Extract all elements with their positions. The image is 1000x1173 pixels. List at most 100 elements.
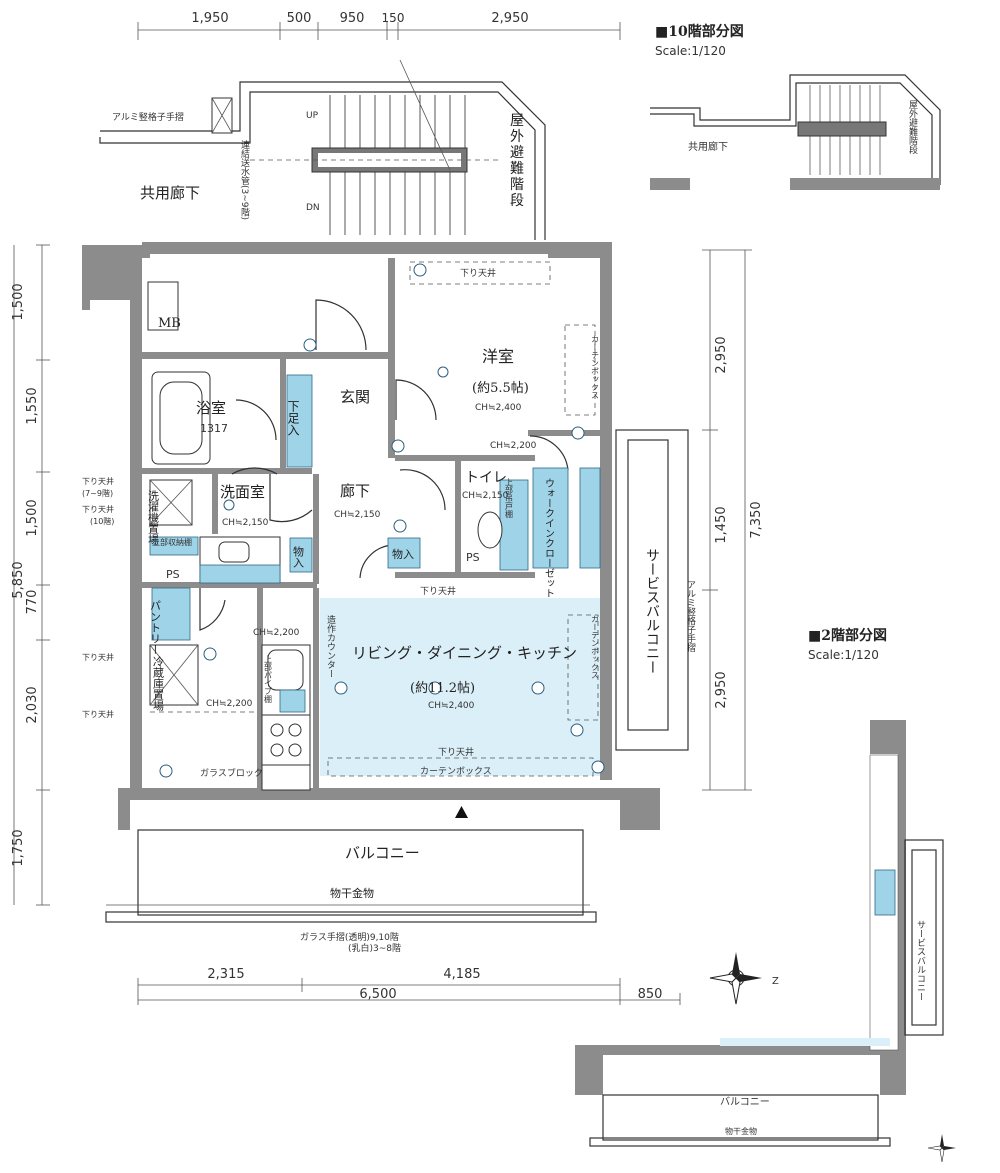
dim-top-1: 1,950 — [191, 11, 228, 26]
curtain-box-ldk-side: カーテンボックス — [591, 615, 600, 679]
washroom-ch: CH≒2,150 — [222, 518, 269, 528]
escape-stairs-label: 屋外避難階段 — [510, 113, 524, 209]
balcony-label: バルコニー — [345, 844, 420, 862]
western-room-label: 洋室 — [482, 347, 514, 366]
curtain-box-western: カーテンボックス — [591, 335, 600, 399]
dim-left-1: 1,500 — [11, 283, 26, 320]
second-service-balcony-label: サービスバルコニー — [915, 920, 926, 1001]
top-dimensions: 1,950 500 950 150 2,950 — [137, 11, 621, 40]
dim-bottom-1: 2,315 — [207, 967, 244, 982]
dim-top-4: 150 — [382, 11, 405, 25]
dim-top-5: 2,950 — [491, 11, 528, 26]
western-room-size: (約5.5帖) — [472, 381, 529, 396]
left-dimensions: 1,500 1,550 1,500 770 2,030 1,750 5,850 — [11, 244, 50, 906]
doors — [199, 299, 569, 631]
dim-left-3: 1,500 — [25, 499, 40, 536]
compass-label: Z — [772, 976, 779, 987]
aluminum-rail-right: アルミ竪格子手摺 — [685, 580, 696, 653]
curtain-box-ldk: カーテンボックス — [420, 766, 492, 777]
upper-shelf-label: 上部吊戸棚 — [505, 478, 514, 519]
hallway-label: 廊下 — [340, 482, 370, 500]
service-balcony-label: サービスバルコニー — [644, 548, 660, 674]
tenth-floor-scale: Scale:1/120 — [655, 44, 726, 58]
tenth-floor-inset: ■10階部分図 Scale:1/120 共用廊下 屋外避難階段 — [650, 23, 941, 190]
shoebox-label: 下足入 — [286, 400, 300, 436]
sagari-tenjo-ldk: 下り天井 — [438, 746, 474, 758]
compass-small-icon — [927, 1134, 956, 1163]
glass-block-label: ガラスブロック — [200, 767, 263, 779]
kitchen-ch: CH≒2,200 — [253, 628, 300, 638]
walkin-ch: CH≒2,200 — [490, 441, 537, 451]
sagari-tenjo-fridge: 下り天井 — [82, 652, 114, 662]
stairs-dn-label: DN — [306, 203, 320, 213]
ps-label-2: PS — [166, 568, 180, 581]
dim-right-1: 2,950 — [714, 336, 729, 373]
entrance-arrow — [455, 806, 468, 818]
dim-bottom-2: 4,185 — [443, 967, 480, 982]
ldk-size: (約11.2帖) — [410, 681, 475, 696]
dining-ch: CH≒2,200 — [206, 699, 253, 709]
dim-bottom-4: 850 — [638, 987, 663, 1002]
sagari-tenjo-7-9-floors: (7~9階) — [82, 488, 113, 498]
dim-right-4: 7,350 — [749, 501, 764, 538]
walkin-label: ウォークインクローゼット — [543, 478, 555, 598]
laundry-hardware-label: 物干金物 — [330, 886, 374, 900]
dim-top-2: 500 — [287, 11, 312, 26]
ldk-ch: CH≒2,400 — [428, 701, 475, 711]
dim-left-5: 2,030 — [25, 686, 40, 723]
counter-label: 造作カウンター — [325, 614, 336, 678]
dim-right-2: 1,450 — [714, 506, 729, 543]
storage-label-2: 物入 — [392, 547, 414, 561]
washroom-label: 洗面室 — [220, 483, 265, 501]
toilet-label: トイレ — [465, 470, 507, 486]
fridge-label: 冷蔵庫置場 — [152, 656, 165, 712]
right-dimensions: 2,950 1,450 2,950 7,350 — [702, 249, 764, 791]
upper-storage-label: 上部収納棚 — [152, 537, 192, 547]
dim-left-4: 770 — [25, 590, 40, 615]
ldk-floor — [320, 598, 600, 776]
room-labels: MB 洋室 (約5.5帖) CH≒2,400 CH≒2,200 浴室 1317 … — [147, 316, 661, 862]
sagari-tenjo-10: 下り天井 — [82, 504, 114, 514]
toilet-ch: CH≒2,150 — [462, 491, 509, 501]
tenth-floor-title: ■10階部分図 — [655, 23, 744, 40]
sagari-tenjo-hall: 下り天井 — [420, 585, 456, 597]
outlet-markers — [159, 263, 605, 778]
sagari-tenjo-7-9: 下り天井 — [82, 476, 114, 486]
storage-label: 物入 — [292, 545, 305, 568]
water-pipe-label: 連結送水管(3~9階) — [239, 139, 250, 220]
sagari-tenjo-dining: 下り天井 — [82, 709, 114, 719]
bath-label: 浴室 — [196, 399, 226, 417]
sagari-tenjo-10-floors: (10階) — [90, 516, 114, 526]
pantry-label: パントリー — [149, 600, 162, 655]
escape-stairs-area: UP DN 屋外避難階段 アルミ竪格子手摺 共用廊下 連結送水管(3~9階) — [99, 59, 546, 240]
washer-label: 洗濯機置場 — [147, 490, 160, 546]
glass-rail-label-2: (乳白)3~8階 — [348, 942, 401, 954]
common-corridor-label: 共用廊下 — [140, 184, 200, 202]
annotations: 下り天井 下り天井 下り天井 カーテンボックス ガラスブロック 造作カウンター … — [82, 267, 696, 954]
unit-walls — [82, 242, 660, 830]
ps-label: PS — [466, 551, 480, 564]
second-floor-title: ■2階部分図 — [808, 627, 887, 644]
fixtures — [147, 281, 601, 791]
entrance-label: 玄関 — [340, 388, 370, 406]
aluminum-rail-label-top: アルミ竪格子手摺 — [112, 111, 184, 123]
balcony-area — [105, 429, 689, 923]
dim-right-3: 2,950 — [714, 671, 729, 708]
compass-icon: Z — [709, 952, 779, 1005]
second-balcony-label: バルコニー — [720, 1096, 770, 1108]
tenth-stairs-label: 屋外避難階段 — [907, 100, 918, 155]
bottom-dimensions: 2,315 4,185 6,500 850 — [137, 967, 681, 1005]
mb-label: MB — [158, 316, 181, 331]
dim-left-6: 1,750 — [11, 829, 26, 866]
upper-pipe-shelf-label: 上部パイプ棚 — [264, 655, 273, 704]
second-floor-inset: ■2階部分図 Scale:1/120 バルコニー 物干金物 サービスバルコニー — [575, 627, 956, 1163]
sagari-tenjo-western: 下り天井 — [460, 267, 496, 279]
dim-bottom-3: 6,500 — [359, 987, 396, 1002]
western-room-ch: CH≒2,400 — [475, 403, 522, 413]
glass-rail-label-1: ガラス手摺(透明)9,10階 — [300, 931, 399, 943]
second-laundry-label: 物干金物 — [725, 1126, 757, 1136]
tenth-corridor-label: 共用廊下 — [688, 140, 728, 153]
dim-left-2: 1,550 — [25, 387, 40, 424]
dim-top-3: 950 — [340, 11, 365, 26]
